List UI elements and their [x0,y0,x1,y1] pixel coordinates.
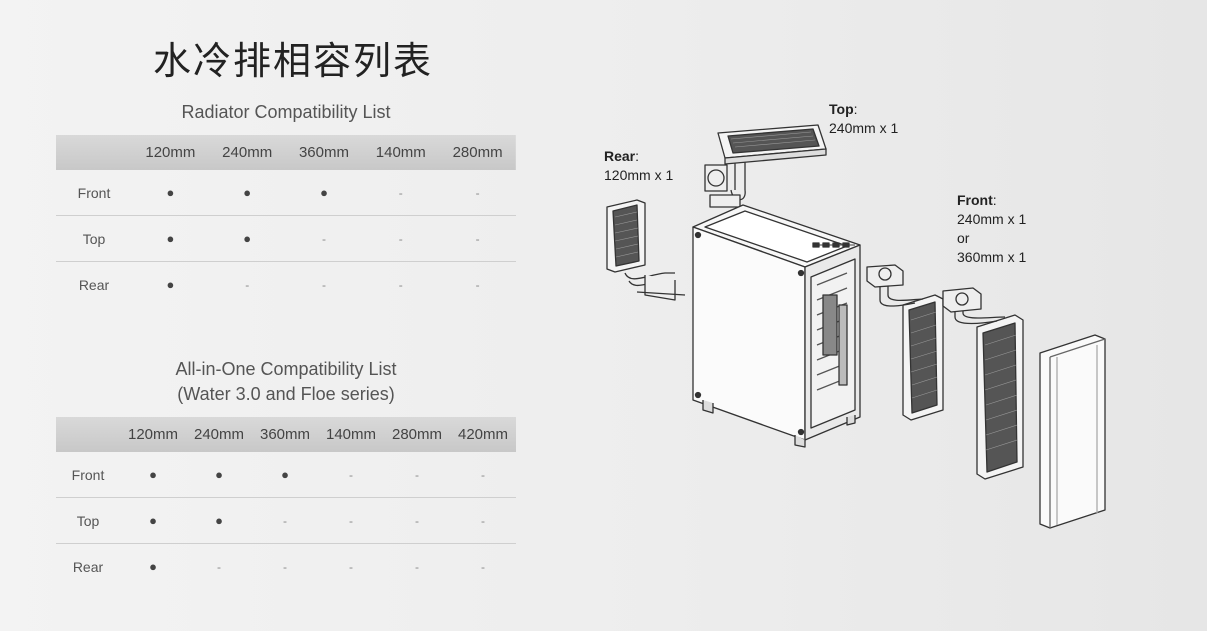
front-callout-colon: : [992,192,997,208]
aio-compatibility-table: 120mm 240mm 360mm 140mm 280mm 420mm Fron… [56,417,516,589]
table-cell: - [415,559,419,574]
column-header: 120mm [127,426,179,443]
table-cell: ● [120,497,186,544]
table-cell: ● [132,170,209,216]
table-cell: ● [285,170,363,216]
rear-callout-size: 120mm x 1 [604,167,674,183]
column-header: 360mm [259,426,311,443]
table-cell: - [283,559,287,574]
table-cell: - [384,452,450,498]
row-label: Front [56,170,132,216]
front-panel-illustration [1039,334,1106,529]
column-header: 140mm [325,426,377,443]
top-callout-colon: : [853,101,858,117]
table-cell: ● [208,215,286,262]
row-label: Front [56,452,120,498]
table-cell: - [285,215,363,262]
radiator-compatibility-table: 120mm 240mm 360mm 140mm 280mm Front ● ● … [56,135,516,307]
row-label: Top [56,215,132,262]
front-callout: Front: 240mm x 1 or 360mm x 1 [957,191,1026,267]
table-cell: - [450,497,516,544]
table-cell: - [321,277,326,292]
column-header: 240mm [222,144,273,161]
table-cell: - [450,452,516,498]
table-cell: - [362,215,440,262]
top-callout-label: Top [829,101,854,117]
column-header: 280mm [452,144,503,161]
table-cell: - [439,215,516,262]
table-cell: - [318,452,384,498]
rear-callout: Rear: 120mm x 1 [604,147,673,185]
rear-callout-colon: : [635,148,640,164]
table-cell: - [439,170,516,216]
table-cell: ● [166,277,175,292]
column-header: 420mm [457,426,509,443]
table-row: Rear ● - - - - - [56,544,516,590]
table-cell: ● [149,559,157,574]
table-cell: - [398,277,403,292]
front-callout-label: Front [957,192,993,208]
column-header [56,417,120,452]
top-radiator-illustration [704,124,827,208]
aio-title-line2: (Water 3.0 and Floe series) [177,384,395,404]
pc-case-illustration [692,204,861,448]
rear-radiator-illustration [606,199,686,301]
table-cell: - [252,497,318,544]
aio-title-line1: All-in-One Compatibility List [175,359,397,379]
front-240-radiator-illustration [866,264,944,421]
table-cell: ● [186,497,252,544]
row-label: Rear [72,558,104,575]
column-header: 120mm [145,144,196,161]
rear-callout-label: Rear [604,148,636,164]
front-callout-or: or [957,230,970,246]
table-cell: ● [132,215,209,262]
front-360-radiator-illustration [942,287,1024,480]
table-cell: ● [186,452,252,498]
table-cell: - [362,170,440,216]
top-callout-size: 240mm x 1 [829,120,899,136]
table-row: Rear ● - - - - [56,262,516,308]
column-header: 360mm [298,144,349,161]
column-header: 280mm [391,426,443,443]
table-cell: ● [208,170,286,216]
table-cell: - [217,559,221,574]
front-callout-size-1: 240mm x 1 [957,211,1027,227]
table-header-row: 120mm 240mm 360mm 140mm 280mm 420mm [56,417,516,452]
column-header [56,135,132,170]
table-cell: - [245,277,250,292]
table-cell: - [384,497,450,544]
table-row: Front ● ● ● - - [56,170,516,216]
column-header: 140mm [375,144,426,161]
front-callout-size-2: 360mm x 1 [957,249,1027,265]
table-cell: ● [252,452,318,498]
table-cell: - [481,559,485,574]
aio-list-title: All-in-One Compatibility List (Water 3.0… [56,357,516,407]
radiator-list-title: Radiator Compatibility List [181,102,391,122]
table-row: Front ● ● ● - - - [56,452,516,498]
table-header-row: 120mm 240mm 360mm 140mm 280mm [56,135,516,170]
table-row: Top ● ● - - - [56,215,516,262]
top-callout: Top: 240mm x 1 [829,100,898,138]
table-cell: - [475,277,480,292]
case-exploded-diagram [606,124,1106,529]
table-cell: - [318,497,384,544]
page-title: 水冷排相容列表 [153,39,434,83]
table-row: Top ● ● - - - - [56,497,516,544]
row-label: Top [56,497,120,544]
column-header: 240mm [193,426,245,443]
row-label: Rear [78,276,110,293]
table-cell: ● [120,452,186,498]
table-cell: - [349,559,353,574]
